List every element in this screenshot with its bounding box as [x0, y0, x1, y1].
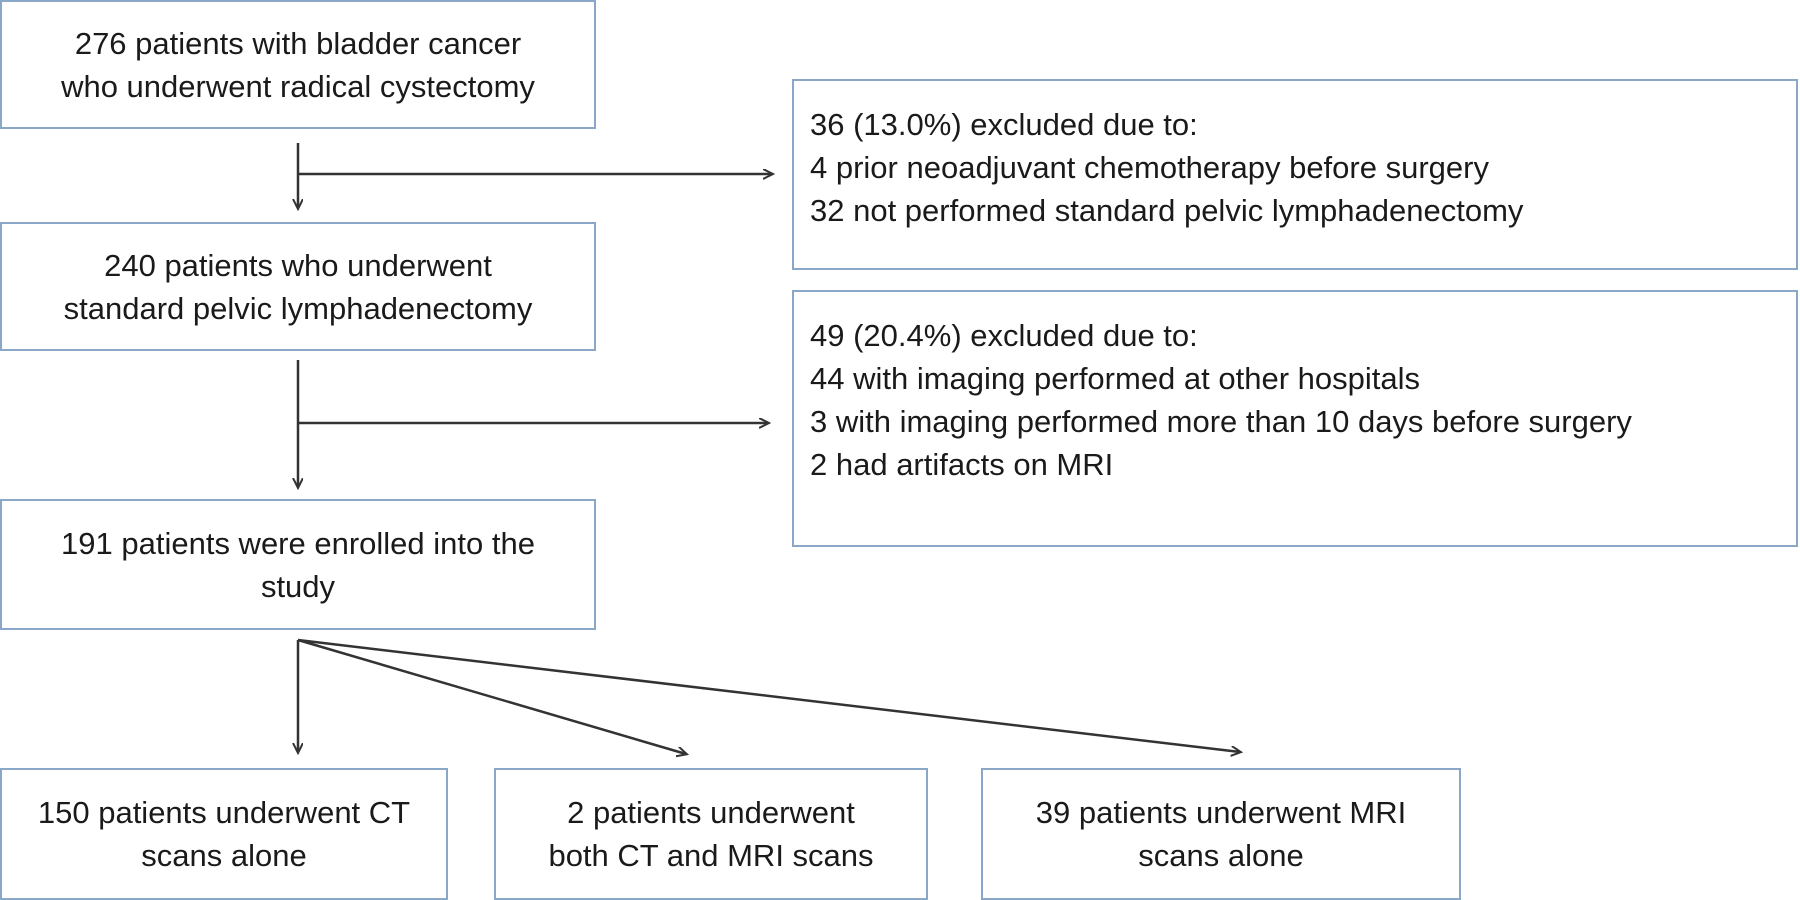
box-text-line: 276 patients with bladder cancer [74, 25, 522, 61]
exclusion-reason: 4 prior neoadjuvant chemotherapy before … [810, 150, 1489, 185]
box-ct-and-mri: 2 patients underwent both CT and MRI sca… [494, 768, 928, 900]
box-text-line: scans alone [141, 838, 307, 873]
exclusion-reason: 32 not performed standard pelvic lymphad… [810, 193, 1524, 228]
exclusion-header: 36 (13.0%) excluded due to: [810, 107, 1198, 142]
arrow-enrolled-to-ct-mri [297, 638, 686, 754]
box-text-line: 39 patients underwent MRI [1035, 795, 1407, 830]
box-text-line: 150 patients underwent CT [37, 795, 411, 830]
box-mri-only: 39 patients underwent MRI scans alone [981, 768, 1461, 900]
box-text-line: 240 patients who underwent [104, 247, 492, 283]
exclusion-reason: 2 had artifacts on MRI [810, 447, 1114, 482]
exclusion-reason: 44 with imaging performed at other hospi… [810, 361, 1420, 396]
box-exclusion-2: 49 (20.4%) excluded due to: 44 with imag… [792, 290, 1798, 547]
box-text-line: 191 patients were enrolled into the [61, 525, 535, 561]
box-text-line: scans alone [1138, 838, 1304, 873]
box-enrolled: 191 patients were enrolled into the stud… [0, 499, 596, 630]
box-text-line: both CT and MRI scans [548, 838, 874, 873]
box-exclusion-1: 36 (13.0%) excluded due to: 4 prior neoa… [792, 79, 1798, 270]
arrow-enrolled-to-mri-only [297, 638, 1240, 752]
box-text-line: study [260, 568, 336, 604]
exclusion-reason: 3 with imaging performed more than 10 da… [810, 404, 1632, 439]
box-pelvic-lymphadenectomy: 240 patients who underwent standard pelv… [0, 222, 596, 351]
box-radical-cystectomy: 276 patients with bladder cancer who und… [0, 0, 596, 129]
exclusion-header: 49 (20.4%) excluded due to: [810, 318, 1198, 353]
box-text-line: 2 patients underwent [567, 795, 855, 830]
box-text-line: who underwent radical cystectomy [61, 68, 535, 104]
box-ct-only: 150 patients underwent CT scans alone [0, 768, 448, 900]
box-text-line: standard pelvic lymphadenectomy [63, 290, 533, 326]
